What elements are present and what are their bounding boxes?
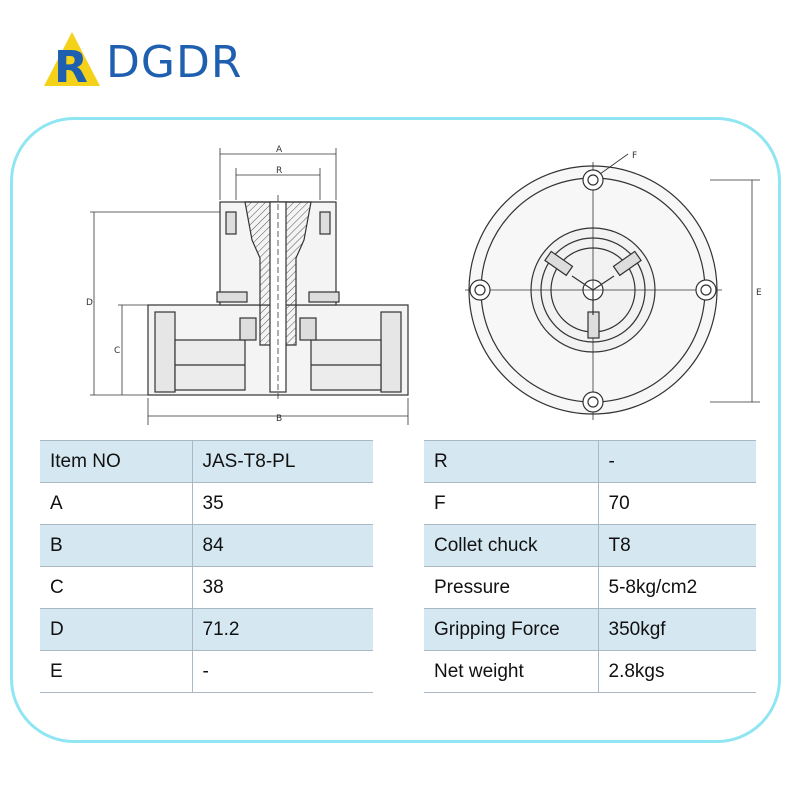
spec-value: 5-8kg/cm2	[598, 566, 756, 609]
technical-drawing: A R D C B F E	[86, 145, 762, 425]
content-frame	[10, 117, 781, 743]
spec-label: Pressure	[424, 566, 599, 609]
brand-logo-icon: R	[44, 32, 100, 92]
dim-label-f: F	[632, 151, 637, 161]
spec-value: -	[598, 440, 756, 483]
spec-value: 2.8kgs	[598, 650, 756, 693]
spec-label: B	[40, 524, 193, 567]
table-row: R-	[424, 440, 756, 483]
spec-label: R	[424, 440, 599, 483]
top-view	[465, 153, 760, 420]
dim-label-e: E	[756, 288, 762, 298]
logo-letter: R	[54, 42, 88, 92]
spec-value: JAS-T8-PL	[192, 440, 373, 483]
spec-value: -	[192, 650, 373, 693]
table-row: E-	[40, 650, 373, 693]
dim-label-c: C	[114, 346, 120, 356]
dim-label-r: R	[276, 166, 282, 176]
spec-label: Gripping Force	[424, 608, 599, 651]
dim-label-d: D	[86, 298, 93, 308]
spec-label: D	[40, 608, 193, 651]
spec-label: Item NO	[40, 440, 193, 483]
spec-label: C	[40, 566, 193, 609]
spec-label: Collet chuck	[424, 524, 599, 567]
spec-value: T8	[598, 524, 756, 567]
spec-value: 71.2	[192, 608, 373, 651]
spec-label: F	[424, 482, 599, 525]
spec-value: 70	[598, 482, 756, 525]
spec-label: A	[40, 482, 193, 525]
spec-value: 35	[192, 482, 373, 525]
side-view	[90, 148, 409, 425]
spec-label: Net weight	[424, 650, 599, 693]
spec-value: 84	[192, 524, 373, 567]
spec-label: E	[40, 650, 193, 693]
dim-label-a: A	[276, 145, 283, 155]
spec-value: 38	[192, 566, 373, 609]
dim-label-b: B	[276, 414, 282, 424]
spec-value: 350kgf	[598, 608, 756, 651]
brand-name: DGDR	[106, 37, 243, 88]
